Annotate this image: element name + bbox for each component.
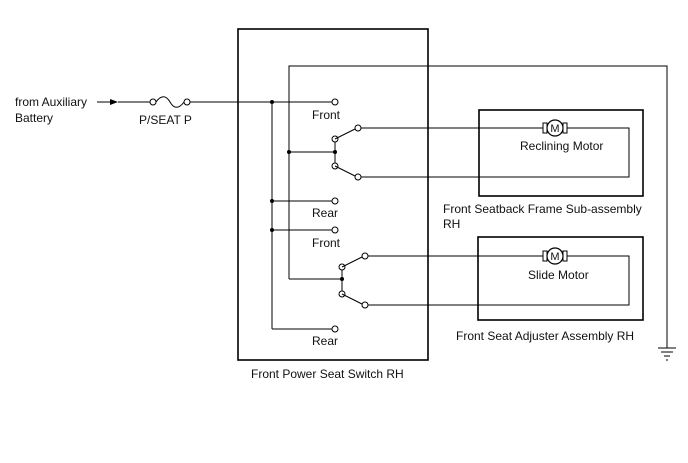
motor-symbol-label: M bbox=[550, 123, 559, 135]
terminal-rear-1 bbox=[331, 197, 339, 205]
recline-switch-blade-top bbox=[334, 128, 356, 140]
motor-symbol-label: M bbox=[550, 251, 559, 263]
junction-dot bbox=[270, 100, 274, 104]
slide-motor-icon: M bbox=[542, 247, 568, 265]
terminal-rear-2 bbox=[331, 325, 339, 333]
switch-rear-label-1: Rear bbox=[312, 206, 338, 220]
switch-front-label-1: Front bbox=[312, 108, 341, 122]
wire-recline-motor-b bbox=[361, 127, 630, 178]
seatback-assembly-label-line2: RH bbox=[443, 217, 460, 231]
source-label-line2: Battery bbox=[15, 111, 53, 125]
switch-front-label-2: Front bbox=[312, 236, 341, 250]
seat-adjuster-label: Front Seat Adjuster Assembly RH bbox=[456, 329, 634, 343]
recline-switch-blade-bottom bbox=[334, 165, 356, 177]
fuse-symbol bbox=[155, 96, 185, 108]
recline-contact-bottom bbox=[354, 173, 362, 181]
ground-icon bbox=[658, 347, 676, 361]
slide-contact-bottom bbox=[361, 301, 369, 309]
slide-switch-blade-bottom bbox=[341, 293, 363, 305]
power-seat-switch-box bbox=[237, 28, 429, 361]
junction-dot bbox=[340, 277, 344, 281]
seatback-assembly-label-line1: Front Seatback Frame Sub-assembly bbox=[443, 202, 642, 216]
reclining-motor-icon: M bbox=[542, 119, 568, 137]
source-arrow-head bbox=[110, 99, 118, 105]
seatback-frame-box bbox=[478, 109, 644, 197]
junction-dot bbox=[333, 150, 337, 154]
fuse-label: P/SEAT P bbox=[139, 113, 192, 127]
switch-name-label: Front Power Seat Switch RH bbox=[251, 367, 404, 381]
source-label-line1: from Auxiliary bbox=[15, 95, 87, 109]
seat-adjuster-box bbox=[477, 236, 644, 321]
switch-rear-label-2: Rear bbox=[312, 334, 338, 348]
ground-wire bbox=[288, 65, 668, 348]
fuse-terminal-left bbox=[149, 98, 157, 106]
slide-contact-top bbox=[361, 252, 369, 260]
slide-motor-label: Slide Motor bbox=[528, 268, 589, 282]
wire-slide-motor-b bbox=[368, 255, 630, 306]
recline-contact-top bbox=[354, 124, 362, 132]
terminal-front-1 bbox=[331, 98, 339, 106]
fuse-terminal-right bbox=[183, 98, 191, 106]
terminal-front-2 bbox=[331, 226, 339, 234]
reclining-motor-label: Reclining Motor bbox=[520, 139, 603, 153]
slide-switch-blade-top bbox=[341, 256, 363, 268]
